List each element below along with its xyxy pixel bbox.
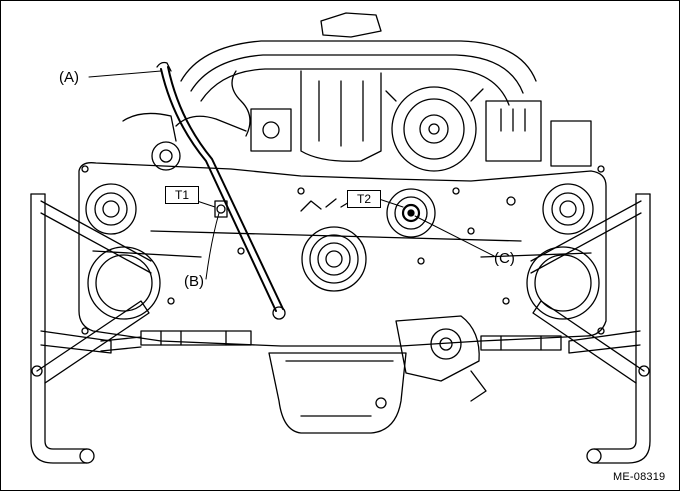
leader-line-c bbox=[414, 215, 495, 257]
label-b: (B) bbox=[184, 273, 204, 290]
idler-pulley bbox=[386, 188, 436, 238]
cam-cover-left-upper bbox=[85, 183, 137, 235]
label-a: (A) bbox=[59, 69, 79, 86]
mounting-bolts bbox=[81, 165, 605, 335]
cam-cover-left-lower bbox=[87, 246, 161, 320]
cam-cover-right-upper bbox=[542, 183, 594, 235]
intake-manifold bbox=[122, 12, 537, 162]
label-t1: T1 bbox=[165, 186, 199, 204]
engine-stand-left bbox=[30, 193, 152, 464]
cam-cover-right-lower bbox=[526, 246, 600, 320]
oil-level-gauge bbox=[156, 61, 286, 320]
timing-belt-cover bbox=[78, 162, 607, 347]
leader-line-a bbox=[88, 70, 162, 78]
throttle-sensor bbox=[151, 108, 292, 171]
lower-pipe-right bbox=[480, 335, 562, 351]
engine-stand-right bbox=[530, 193, 651, 464]
lower-pipe-left bbox=[100, 330, 252, 352]
bolt-t1 bbox=[214, 200, 228, 218]
label-t2: T2 bbox=[347, 190, 381, 208]
water-pump bbox=[385, 86, 592, 172]
leader-lines bbox=[88, 70, 495, 280]
crankshaft-pulley bbox=[300, 198, 367, 292]
leader-line-t1 bbox=[196, 200, 216, 208]
label-c: (C) bbox=[494, 250, 515, 267]
figure-code: ME-08319 bbox=[613, 471, 666, 483]
leader-line-t2 bbox=[378, 198, 404, 208]
oil-pump-housing bbox=[395, 315, 487, 402]
oil-pan bbox=[268, 352, 407, 434]
leader-line-b bbox=[205, 212, 220, 280]
